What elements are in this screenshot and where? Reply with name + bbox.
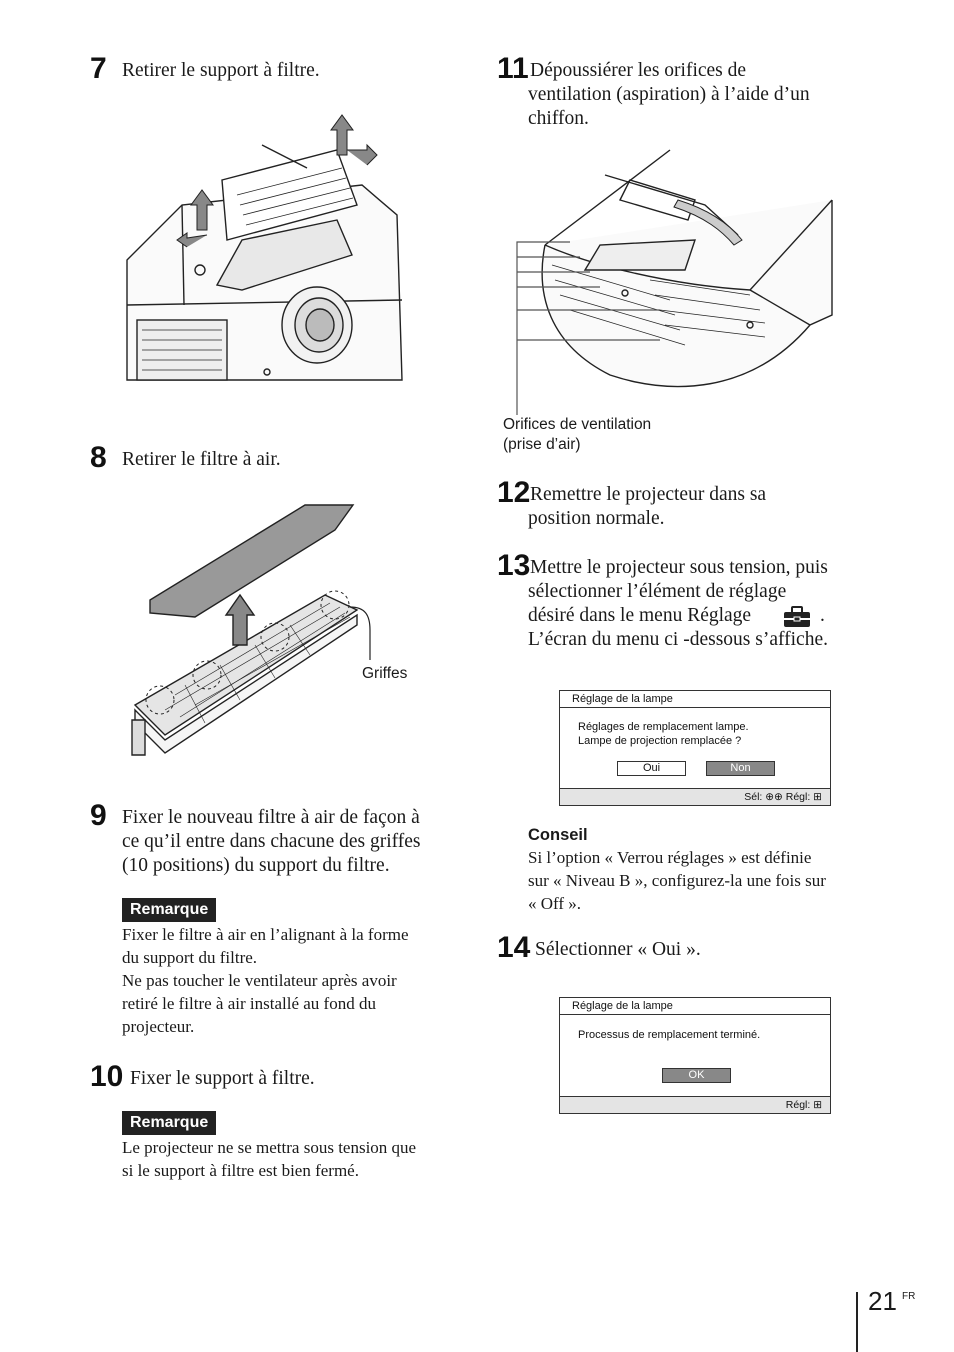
step-13-line-4: L’écran du menu ci -dessous s’affiche. [528,629,828,650]
step-7-number: 7 [90,52,107,85]
step-11-number: 11 [497,52,529,85]
dialog-2-status-bar: Régl: ⊞ [560,1096,830,1113]
note-2-line-2: si le support à filtre est bien fermé. [122,1161,359,1180]
dialog-2-message: Processus de remplacement terminé. [578,1029,761,1041]
ventilation-holes-illustration [516,149,833,415]
non-button[interactable]: Non [706,761,775,776]
oui-button[interactable]: Oui [617,761,686,776]
dialog-title: Réglage de la lampe [560,691,830,708]
page-language: FR [902,1291,916,1302]
vent-caption-line-1: Orifices de ventilation [503,416,652,433]
step-12-line-2: position normale. [528,508,665,529]
note-1-line-4: retiré le filtre à air installé au fond … [122,994,376,1013]
page-number: 21 [868,1286,897,1316]
note-2-badge: Remarque [122,1111,217,1135]
step-11-line-3: chiffon. [528,108,589,129]
vent-caption-line-2: (prise d’air) [503,436,581,453]
step-13-line-2: sélectionner l’élément de réglage [528,581,787,602]
note-1-line-1: Fixer le filtre à air en l’alignant à la… [122,925,409,944]
step-10-number: 10 [90,1060,124,1093]
toolbox-icon [784,606,810,627]
dialog-status-bar: Sél: ⊕⊕ Régl: ⊞ [560,788,830,805]
ok-button[interactable]: OK [662,1068,731,1083]
step-12-number: 12 [497,476,531,509]
step-10-text: Fixer le support à filtre. [130,1068,315,1089]
conseil-line-2: sur « Niveau B », configurez-la une fois… [528,871,826,890]
step-11-line-2: ventilation (aspiration) à l’aide d’un [528,84,810,105]
step-14-text: Sélectionner « Oui ». [535,939,701,960]
step-13-line-3-period: . [820,605,825,626]
replacement-complete-dialog: Réglage de la lampe Processus de remplac… [559,997,831,1114]
griffes-caption: Griffes [362,665,408,682]
step-8-number: 8 [90,441,107,474]
projector-filter-holder-illustration [126,114,403,381]
step-9-line-3: (10 positions) du support du filtre. [122,855,390,876]
step-12-line-1: Remettre le projecteur dans sa [530,484,767,505]
step-13-number: 13 [497,549,531,582]
step-13-line-3: désiré dans le menu Réglage [528,605,752,626]
dialog-2-title: Réglage de la lampe [560,998,830,1015]
lamp-replacement-dialog: Réglage de la lampe Réglages de remplace… [559,690,831,806]
note-1-line-5: projecteur. [122,1017,195,1036]
conseil-line-3: « Off ». [528,894,582,913]
step-14-number: 14 [497,931,531,964]
step-11-line-1: Dépoussiérer les orifices de [530,60,747,81]
step-13-line-1: Mettre le projecteur sous tension, puis [530,557,828,578]
note-2-line-1: Le projecteur ne se mettra sous tension … [122,1138,417,1157]
note-1-badge: Remarque [122,898,217,922]
step-9-line-2: ce qu’il entre dans chacune des griffes [122,831,421,852]
step-8-text: Retirer le filtre à air. [122,449,281,470]
dialog-message-line-1: Réglages de remplacement lampe. [578,721,749,733]
note-1-line-3: Ne pas toucher le ventilateur après avoi… [122,971,397,990]
dialog-message-line-2: Lampe de projection remplacée ? [578,735,742,747]
air-filter-illustration [131,504,371,756]
conseil-line-1: Si l’option « Verrou réglages » est défi… [528,848,812,867]
step-9-line-1: Fixer le nouveau filtre à air de façon à [122,807,420,828]
step-7-text: Retirer le support à filtre. [122,60,320,81]
page-number-rule [856,1292,858,1352]
note-1-line-2: du support du filtre. [122,948,258,967]
step-9-number: 9 [90,799,107,832]
conseil-title: Conseil [528,826,588,844]
